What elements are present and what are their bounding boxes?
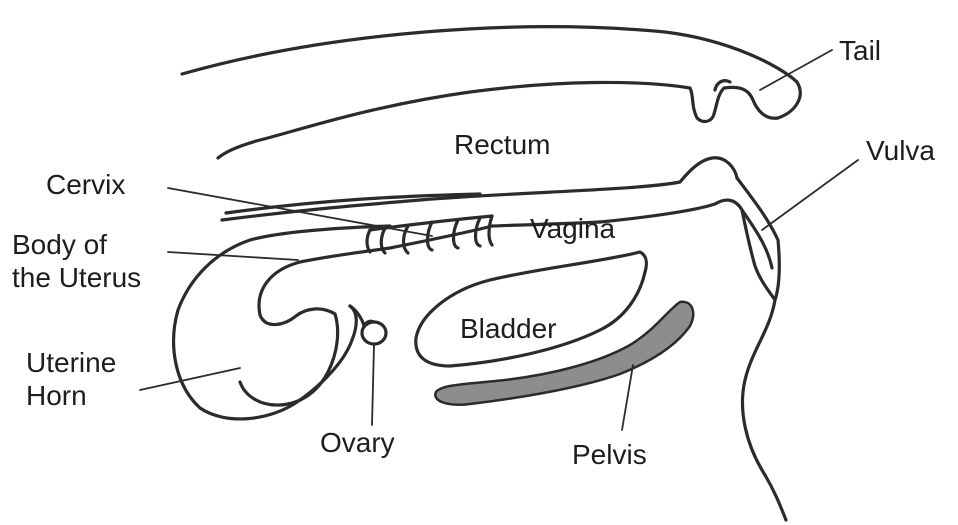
body-of-uterus-leader bbox=[168, 252, 298, 260]
tail-leader bbox=[760, 50, 832, 90]
vulva-outline bbox=[600, 178, 779, 300]
label-vulva: Vulva bbox=[866, 134, 935, 167]
cervix-leader bbox=[168, 188, 432, 236]
label-body-of-uterus-line1: Body of bbox=[12, 228, 141, 261]
label-bladder: Bladder bbox=[460, 312, 557, 345]
label-vagina: Vagina bbox=[530, 212, 615, 245]
belly-outline bbox=[742, 300, 786, 520]
label-uterine-horn-line2: Horn bbox=[26, 379, 116, 412]
bladder-outline bbox=[416, 252, 647, 366]
label-ovary: Ovary bbox=[320, 426, 395, 459]
label-body-of-uterus-line2: the Uterus bbox=[12, 261, 141, 294]
label-body-of-uterus: Body of the Uterus bbox=[12, 228, 141, 294]
label-tail: Tail bbox=[839, 34, 881, 67]
label-pelvis: Pelvis bbox=[572, 438, 647, 471]
uterine-horn-leader bbox=[140, 368, 240, 390]
pelvis-leader bbox=[622, 365, 633, 430]
label-uterine-horn-line1: Uterine bbox=[26, 346, 116, 379]
rectum-lower-wall bbox=[222, 158, 737, 220]
label-cervix: Cervix bbox=[46, 168, 125, 201]
vulva-leader bbox=[762, 160, 858, 230]
label-uterine-horn: Uterine Horn bbox=[26, 346, 116, 412]
ovary-leader bbox=[372, 345, 374, 425]
uterine-horn bbox=[240, 314, 338, 405]
label-rectum: Rectum bbox=[454, 128, 550, 161]
